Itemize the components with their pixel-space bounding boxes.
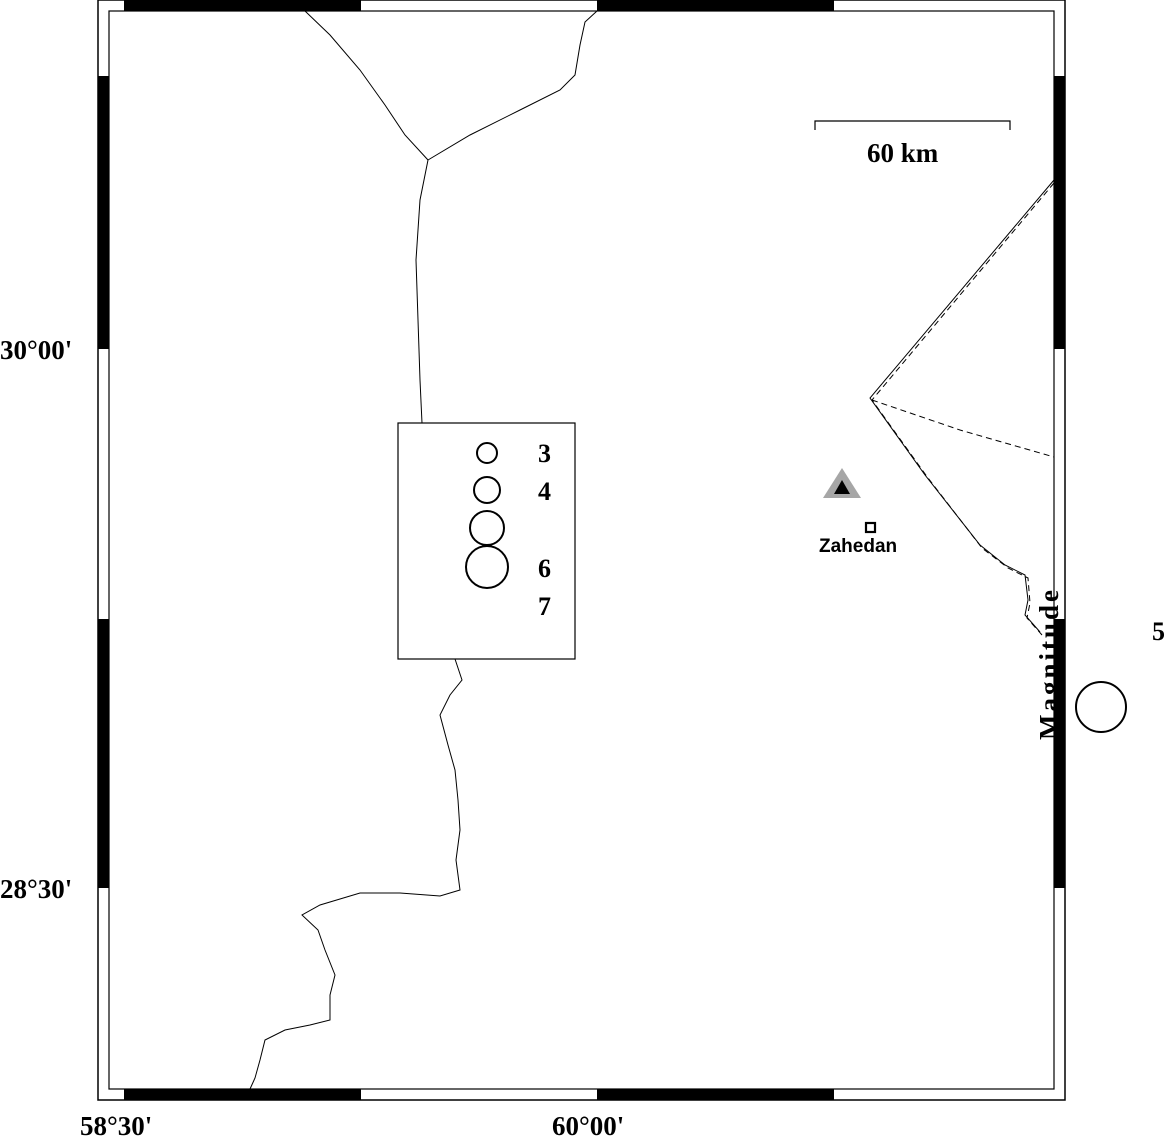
legend-label-5: 5 [1152, 617, 1165, 646]
legend-circle-7 [1075, 681, 1127, 733]
scale-bar: 60 km [814, 120, 1011, 168]
lat-label-28-30: 28°30' [0, 874, 72, 904]
legend-circle-4 [473, 476, 501, 504]
scale-bar-label: 60 km [867, 138, 939, 168]
legend-circle-6 [465, 545, 509, 589]
boundary-lines [249, 10, 598, 1090]
city-zahedan: Zahedan [819, 521, 897, 557]
frame-ticks [98, 0, 1065, 1100]
eastern-boundary [869, 179, 1055, 636]
city-square-icon [864, 521, 877, 534]
lat-label-30-00: 30°00' [0, 335, 72, 365]
legend-label-6: 6 [538, 554, 551, 583]
magnitude-legend: 3 4 6 7 [397, 422, 576, 660]
legend-label-7: 7 [538, 592, 551, 621]
boundary-main-north [415, 159, 429, 424]
legend-title: Magnitude [1034, 587, 1064, 740]
boundary-dashed-branch [871, 399, 1055, 458]
lon-label-58-30: 58°30' [80, 1111, 152, 1139]
boundary-main-south [249, 658, 463, 1090]
map-frame [97, 0, 1066, 1101]
boundary-north-west [304, 10, 429, 161]
eastern-boundary-solid [869, 179, 1055, 633]
lon-label-60-00: 60°00' [552, 1111, 624, 1139]
city-label: Zahedan [819, 536, 897, 557]
legend-circle-3 [476, 442, 498, 464]
volcano-triangle-icon [823, 468, 861, 498]
legend-label-4: 4 [538, 477, 551, 506]
boundary-north-east [427, 10, 598, 161]
legend-label-3: 3 [538, 439, 551, 468]
eastern-boundary-dashed [871, 182, 1055, 636]
